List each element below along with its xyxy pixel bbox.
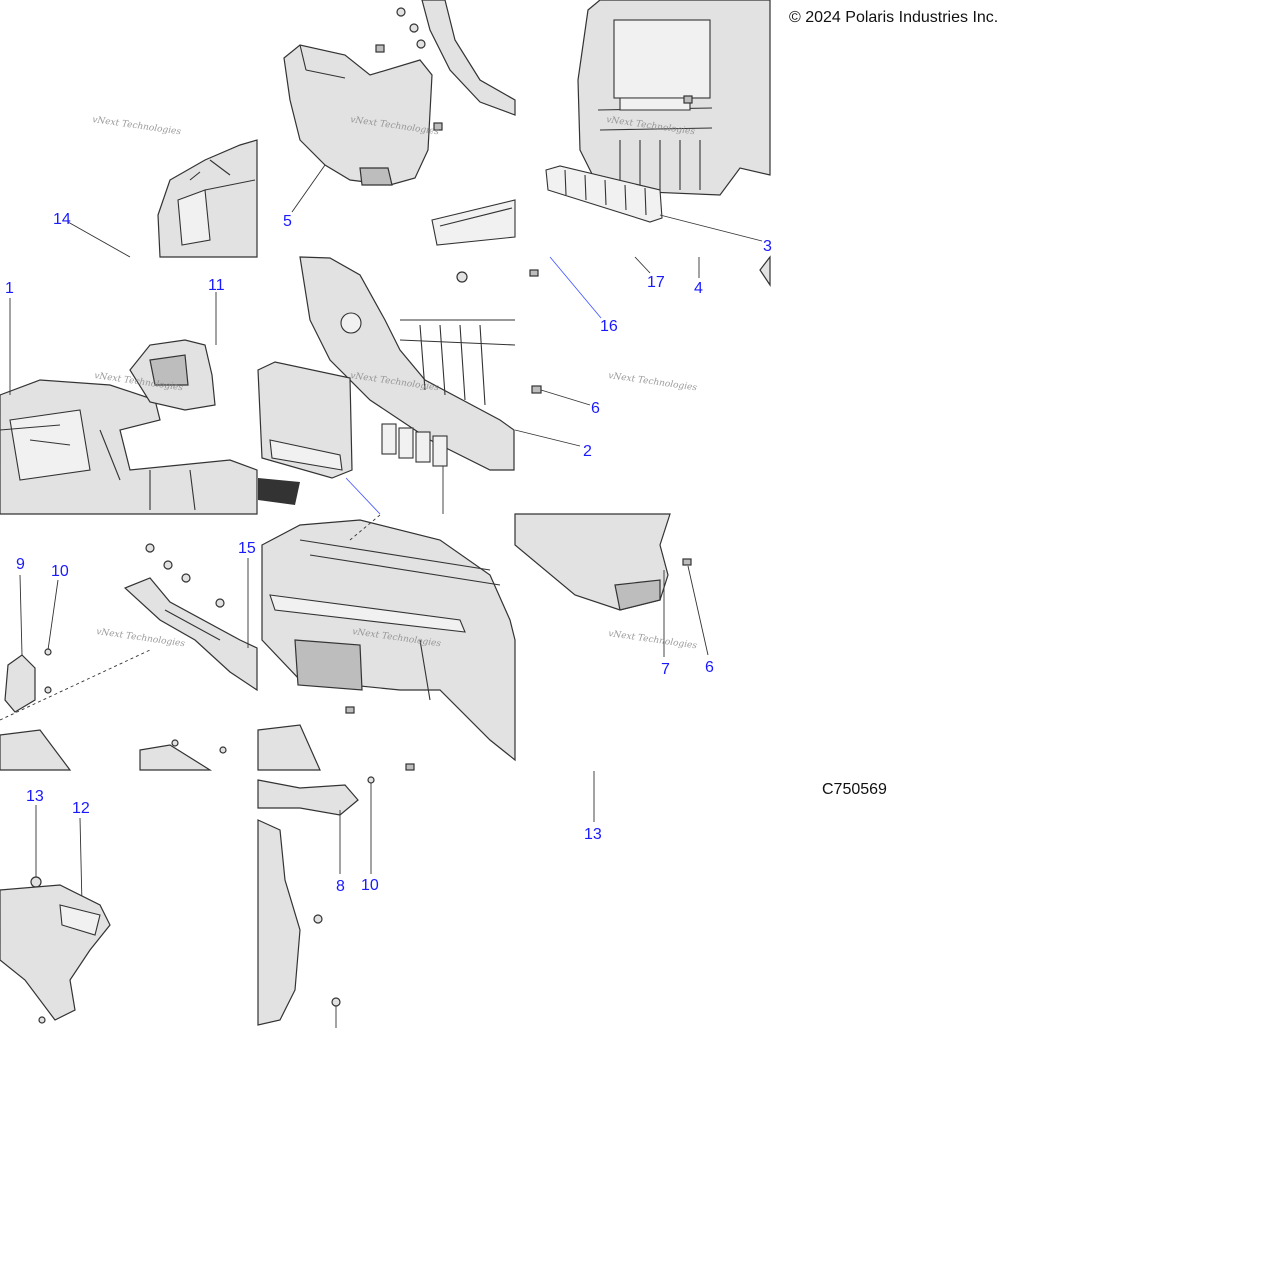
part-9-bracket: [4, 654, 36, 713]
part-5-cover: [283, 44, 433, 186]
part-7-panel: [514, 513, 671, 611]
callout-10b: 10: [361, 877, 379, 894]
callout-5: 5: [283, 213, 292, 230]
callout-9: 9: [16, 556, 25, 573]
frame-fragment-left: [0, 729, 72, 771]
clip: [345, 706, 355, 714]
watermark: vNext Technologies: [96, 627, 186, 649]
clips-row2: [456, 269, 542, 394]
callout-8: 8: [336, 878, 345, 895]
part-8-arm-lower: [257, 779, 359, 816]
bolt: [30, 876, 42, 888]
part-1-dash-frame: [0, 379, 258, 515]
watermark: vNext Technologies: [608, 629, 698, 651]
callout-3: 3: [763, 238, 772, 255]
clip: [683, 95, 693, 104]
callout-17: 17: [647, 274, 665, 291]
frame-arc-top: [421, 0, 516, 246]
frame-fragment-lower: [257, 819, 341, 1026]
callout-14: 14: [53, 211, 71, 228]
part-dash-center: [577, 0, 771, 196]
part-14-bracket: [157, 139, 258, 258]
copyright-notice: © 2024 Polaris Industries Inc.: [789, 9, 999, 26]
watermark: vNext Technologies: [92, 115, 182, 137]
part-box: [257, 361, 353, 479]
fastener-cluster-top: [375, 7, 443, 131]
callout-2: 2: [583, 443, 592, 460]
edge-fragment: [759, 255, 771, 287]
callout-11: 11: [208, 277, 225, 294]
callout-6: 6: [591, 400, 600, 417]
callout-16: 16: [600, 318, 618, 335]
watermark: vNext Technologies: [608, 371, 698, 393]
part-dash-lower: [257, 519, 516, 771]
part-11-vent: [129, 339, 216, 411]
callout-15: 15: [238, 540, 256, 557]
part-3-grille: [545, 165, 663, 223]
bolts-row3-left: [44, 543, 227, 754]
callout-7: 7: [661, 661, 670, 678]
callout-12: 12: [72, 800, 90, 817]
callout-4: 4: [694, 280, 703, 297]
callout-6b: 6: [705, 659, 714, 676]
callout-13: 13: [26, 788, 44, 805]
grille-tiles: [381, 423, 448, 467]
diagram-code: C750569: [822, 781, 887, 798]
filter-mesh: [258, 478, 300, 505]
clip: [682, 558, 692, 566]
part-12-bracket: [0, 884, 111, 1021]
bracket-fragment: [139, 744, 213, 771]
callout-10: 10: [51, 563, 69, 580]
part-8-support-arm: [123, 577, 258, 692]
callout-1: 1: [5, 280, 14, 297]
callout-13b: 13: [584, 826, 602, 843]
